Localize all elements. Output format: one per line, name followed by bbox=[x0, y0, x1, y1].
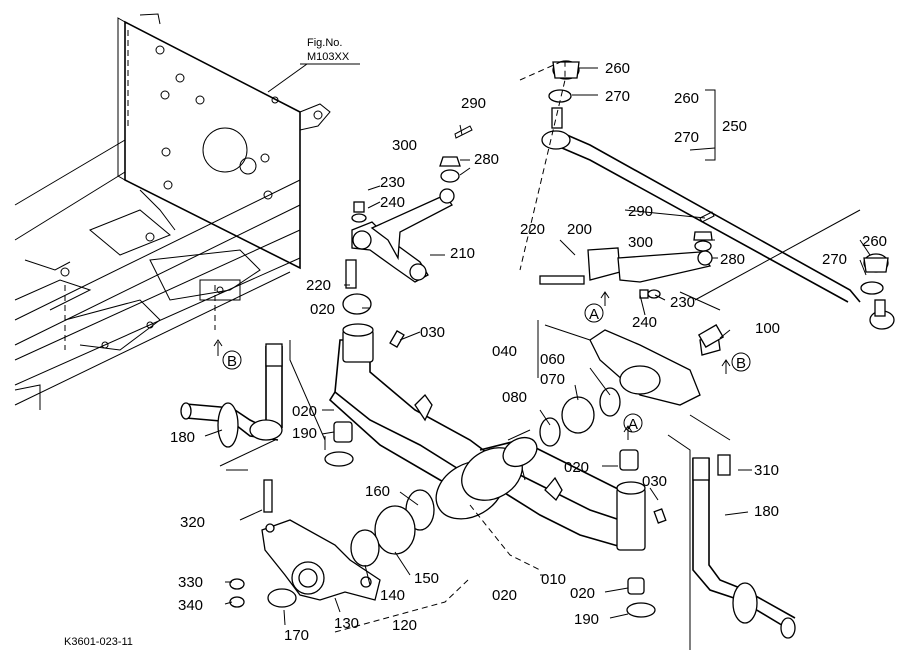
front-support bbox=[229, 479, 381, 608]
callout-270: 270 bbox=[605, 88, 630, 105]
callout-260: 260 bbox=[605, 60, 630, 77]
callout-310: 310 bbox=[754, 462, 779, 479]
callout-240: 240 bbox=[380, 194, 405, 211]
callout-290: 290 bbox=[461, 95, 486, 112]
callout-230: 230 bbox=[670, 294, 695, 311]
callout-320: 320 bbox=[180, 514, 205, 531]
callout-labels: 260 270 260 270 250 290 300 280 230 240 … bbox=[170, 60, 887, 644]
callout-040: 040 bbox=[492, 343, 517, 360]
reference-markers: A A B B bbox=[222, 303, 751, 433]
tie-rod bbox=[541, 60, 895, 330]
marker-a: A bbox=[589, 306, 599, 323]
callout-030: 030 bbox=[642, 473, 667, 490]
drive-shafts bbox=[180, 343, 796, 639]
marker-b: B bbox=[227, 353, 237, 370]
marker-b: B bbox=[736, 355, 746, 372]
callout-270: 270 bbox=[674, 129, 699, 146]
callout-260: 260 bbox=[674, 90, 699, 107]
drawing-code: K3601-023-11 bbox=[64, 636, 133, 648]
callout-080: 080 bbox=[502, 389, 527, 406]
marker-a: A bbox=[628, 416, 638, 433]
callout-200: 200 bbox=[567, 221, 592, 238]
callout-220: 220 bbox=[306, 277, 331, 294]
callout-340: 340 bbox=[178, 597, 203, 614]
figure-number: Fig.No. M103XX bbox=[267, 37, 360, 93]
callout-030: 030 bbox=[420, 324, 445, 341]
callout-240: 240 bbox=[632, 314, 657, 331]
callout-020: 020 bbox=[310, 301, 335, 318]
callout-190: 190 bbox=[574, 611, 599, 628]
tractor-frame bbox=[14, 13, 331, 410]
right-steering-arm bbox=[539, 231, 721, 406]
callout-280: 280 bbox=[720, 251, 745, 268]
callout-300: 300 bbox=[628, 234, 653, 251]
front-axle bbox=[328, 323, 646, 551]
callout-140: 140 bbox=[380, 587, 405, 604]
callout-260: 260 bbox=[862, 233, 887, 250]
callout-010: 010 bbox=[541, 571, 566, 588]
callout-250: 250 bbox=[722, 118, 747, 135]
callout-190: 190 bbox=[292, 425, 317, 442]
callout-020: 020 bbox=[564, 459, 589, 476]
fig-no-label: Fig.No. bbox=[307, 37, 342, 49]
callout-220: 220 bbox=[520, 221, 545, 238]
callout-280: 280 bbox=[474, 151, 499, 168]
callout-120: 120 bbox=[392, 617, 417, 634]
callout-130: 130 bbox=[334, 615, 359, 632]
callout-170: 170 bbox=[284, 627, 309, 644]
callout-100: 100 bbox=[755, 320, 780, 337]
callout-070: 070 bbox=[540, 371, 565, 388]
callout-300: 300 bbox=[392, 137, 417, 154]
callout-330: 330 bbox=[178, 574, 203, 591]
callout-210: 210 bbox=[450, 245, 475, 262]
callout-020: 020 bbox=[492, 587, 517, 604]
callout-180: 180 bbox=[170, 429, 195, 446]
callout-020: 020 bbox=[292, 403, 317, 420]
left-steering-arm bbox=[342, 125, 473, 315]
bearings-and-seals bbox=[324, 324, 731, 618]
fig-no-value: M103XX bbox=[307, 51, 350, 63]
callout-020: 020 bbox=[570, 585, 595, 602]
callout-290: 290 bbox=[628, 203, 653, 220]
callout-230: 230 bbox=[380, 174, 405, 191]
callout-270: 270 bbox=[822, 251, 847, 268]
leader-lines bbox=[204, 59, 871, 650]
callout-180: 180 bbox=[754, 503, 779, 520]
callout-060: 060 bbox=[540, 351, 565, 368]
callout-150: 150 bbox=[414, 570, 439, 587]
callout-160: 160 bbox=[365, 483, 390, 500]
